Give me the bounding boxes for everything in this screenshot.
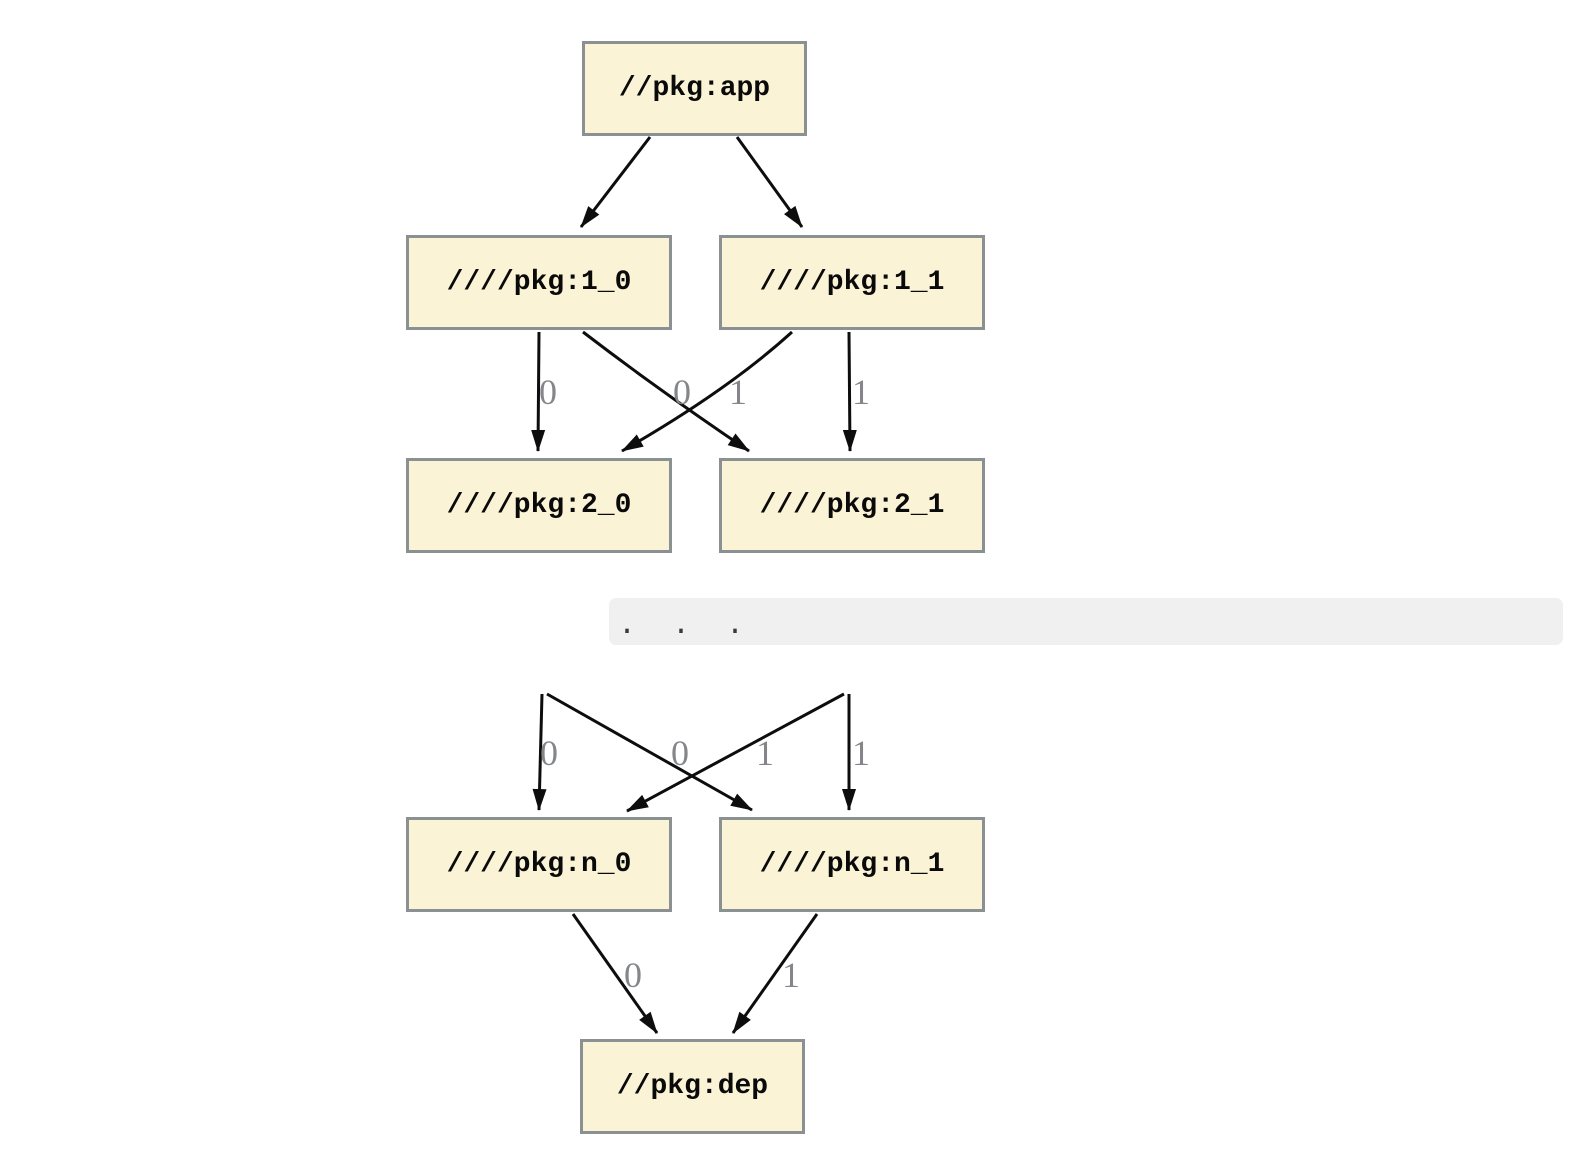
edge-label: 0 — [540, 733, 558, 773]
node-pkg-2_1: ////pkg:2_1 — [719, 458, 985, 553]
edge-label: 0 — [671, 733, 689, 773]
ellipsis-text: . . . — [618, 608, 745, 643]
edge-label: 0 — [624, 955, 642, 995]
node-label: //pkg:app — [618, 73, 771, 104]
edge-hidden0-to-n_1 — [546, 692, 753, 812]
edge-app-to-1_0 — [579, 136, 652, 228]
edge-label: 0 — [673, 372, 691, 412]
edge-app-to-1_1 — [735, 136, 804, 228]
edge-label: 1 — [852, 733, 870, 773]
node-label: ////pkg:n_0 — [446, 849, 632, 880]
edge-n_1-to-dep — [731, 913, 819, 1034]
node-label: ////pkg:n_1 — [759, 849, 945, 880]
node-pkg-n_1: ////pkg:n_1 — [719, 817, 985, 912]
node-label: ////pkg:2_0 — [446, 490, 632, 521]
edge-label: 1 — [729, 372, 747, 412]
edge-label: 0 — [539, 372, 557, 412]
ellipsis-code-block: . . . — [609, 598, 1563, 645]
edge-1_1-to-2_0 — [621, 330, 794, 453]
node-pkg-n_0: ////pkg:n_0 — [406, 817, 672, 912]
node-pkg-app: //pkg:app — [582, 41, 807, 136]
edge-1_0-to-2_0 — [531, 331, 546, 452]
edge-label: 1 — [852, 372, 870, 412]
edge-1_1-to-2_1 — [842, 331, 857, 452]
node-label: ////pkg:1_1 — [759, 267, 945, 298]
node-pkg-dep: //pkg:dep — [580, 1039, 805, 1134]
node-pkg-1_1: ////pkg:1_1 — [719, 235, 985, 330]
edge-label: 1 — [782, 955, 800, 995]
edge-hidden1-to-n_0 — [626, 692, 845, 813]
node-label: ////pkg:2_1 — [759, 490, 945, 521]
edge-1_0-to-2_1 — [582, 330, 750, 453]
node-pkg-1_0: ////pkg:1_0 — [406, 235, 672, 330]
edge-label: 1 — [756, 733, 774, 773]
node-pkg-2_0: ////pkg:2_0 — [406, 458, 672, 553]
node-label: ////pkg:1_0 — [446, 267, 632, 298]
edge-n_0-to-dep — [571, 913, 659, 1034]
edge-hidden0-to-n_0 — [532, 693, 547, 811]
node-label: //pkg:dep — [616, 1071, 769, 1102]
